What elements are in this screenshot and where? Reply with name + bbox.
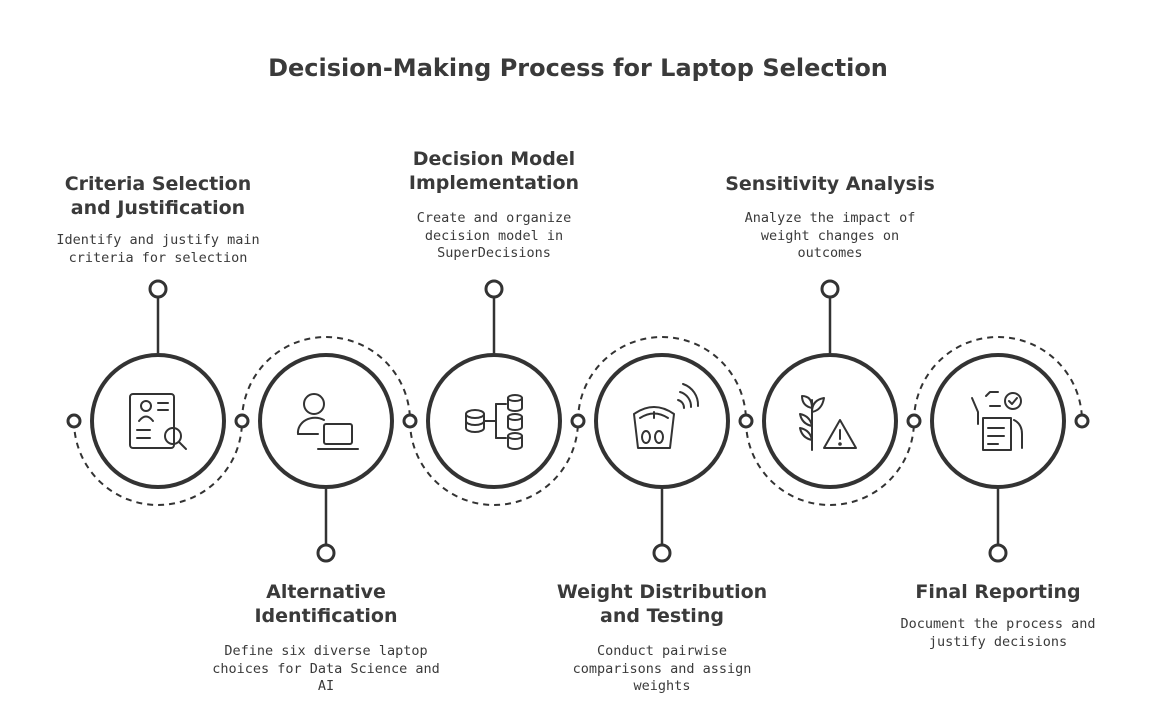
step-2-desc-line2: choices for Data Science and xyxy=(212,660,440,677)
step-circle-6 xyxy=(930,353,1066,489)
step-4-title-line1: Weight Distribution xyxy=(556,581,768,603)
step-5-title: Sensitivity Analysis xyxy=(690,172,970,196)
plant-warning-icon xyxy=(799,395,857,451)
step-3-desc-line1: Create and organize xyxy=(416,210,572,226)
step-4-desc-line2: comparisons and assign xyxy=(572,660,752,677)
step-3-description: Create and organize decision model in Su… xyxy=(379,210,609,263)
baseline-dot xyxy=(738,413,754,429)
step-5-description: Analyze the impact of weight changes on … xyxy=(715,210,945,263)
baseline-dot xyxy=(402,413,418,429)
step-3-title: Decision Model Implementation xyxy=(364,147,624,195)
step-3-desc-line3: SuperDecisions xyxy=(437,245,551,261)
step-2-description: Define six diverse laptop choices for Da… xyxy=(206,643,446,696)
step-circle-5 xyxy=(762,353,898,489)
diagram-title: Decision-Making Process for Laptop Selec… xyxy=(268,54,888,82)
connector-arc-3 xyxy=(409,420,579,506)
stem-dot xyxy=(148,279,168,299)
connector-arc-2 xyxy=(241,336,411,422)
baseline-dot xyxy=(906,413,922,429)
step-circle-4 xyxy=(594,353,730,489)
checklist-document-icon xyxy=(971,391,1023,451)
baseline-dot xyxy=(1074,413,1090,429)
step-1-description: Identify and justify main criteria for s… xyxy=(43,232,273,267)
connector-arc-4 xyxy=(577,336,747,422)
criteria-search-icon xyxy=(129,393,187,450)
user-laptop-icon xyxy=(296,393,359,450)
step-4-description: Conduct pairwise comparisons and assign … xyxy=(547,643,777,696)
step-4-desc-line3: weights xyxy=(633,678,691,694)
baseline-dot xyxy=(66,413,82,429)
stem-dot xyxy=(820,279,840,299)
step-1-desc-line1: Identify and justify main xyxy=(56,232,260,248)
step-2-title-line2: Identification xyxy=(254,605,398,627)
step-5-title-line1: Sensitivity Analysis xyxy=(725,173,935,195)
step-5-desc-line3: outcomes xyxy=(797,245,863,261)
step-3-title-line1: Decision Model xyxy=(412,148,576,170)
step-3-title-line2: Implementation xyxy=(408,172,580,194)
step-circles xyxy=(90,353,1066,489)
step-6-title: Final Reporting xyxy=(868,580,1128,604)
step-1-desc-line2: criteria for selection xyxy=(68,249,248,266)
stem-dot xyxy=(652,543,672,563)
step-1-title-line2: and Justification xyxy=(70,197,246,219)
step-6-desc-line2: justify decisions xyxy=(928,633,1068,650)
step-4-title: Weight Distribution and Testing xyxy=(522,580,802,628)
step-2-desc-line1: Define six diverse laptop xyxy=(224,643,428,659)
stem-dot xyxy=(484,279,504,299)
smart-scale-icon xyxy=(633,383,700,449)
step-2-title-line1: Alternative xyxy=(266,581,386,603)
step-6-description: Document the process and justify decisio… xyxy=(878,616,1118,651)
step-2-desc-line3: AI xyxy=(317,678,335,694)
stem-dot xyxy=(988,543,1008,563)
step-5-desc-line2: weight changes on xyxy=(760,227,900,244)
step-2-title: Alternative Identification xyxy=(196,580,456,628)
step-5-desc-line1: Analyze the impact of xyxy=(744,210,916,226)
connector-arc-6 xyxy=(913,336,1083,422)
step-1-title-line1: Criteria Selection xyxy=(64,173,252,195)
step-1-title: Criteria Selection and Justification xyxy=(28,172,288,220)
baseline-dots xyxy=(66,413,1090,429)
database-model-icon xyxy=(465,394,523,450)
step-circle-1 xyxy=(90,353,226,489)
step-6-desc-line1: Document the process and xyxy=(900,616,1096,632)
step-4-title-line2: and Testing xyxy=(600,605,724,627)
dashed-connectors xyxy=(73,336,1083,506)
stem-dot xyxy=(316,543,336,563)
step-3-desc-line2: decision model in xyxy=(424,227,564,244)
connector-arc-5 xyxy=(745,420,915,506)
step-circle-2 xyxy=(258,353,394,489)
connector-arc-1 xyxy=(73,420,243,506)
baseline-dot xyxy=(570,413,586,429)
baseline-dot xyxy=(234,413,250,429)
step-4-desc-line1: Conduct pairwise xyxy=(596,643,728,659)
step-6-title-line1: Final Reporting xyxy=(915,581,1081,603)
label-stems xyxy=(148,279,1008,563)
